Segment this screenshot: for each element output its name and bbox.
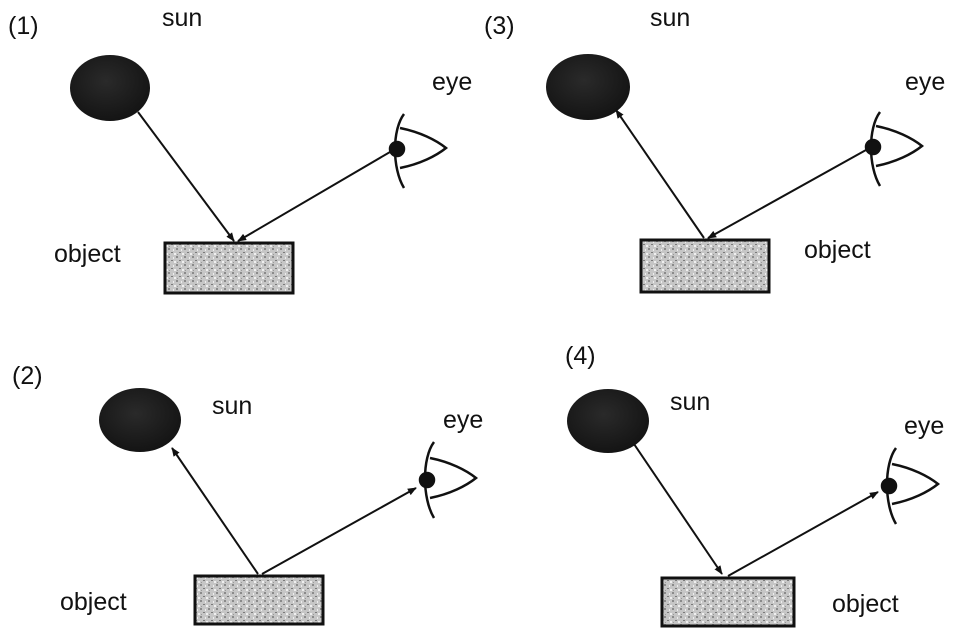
object-label: object	[832, 590, 899, 618]
object-box	[639, 238, 771, 294]
eye-icon	[864, 111, 925, 187]
object-box	[193, 574, 325, 626]
ray-sun-to-object	[633, 443, 723, 575]
sun-icon	[567, 389, 649, 453]
sun-icon	[99, 388, 181, 452]
panel-number: (4)	[565, 342, 596, 370]
eye-icon	[880, 447, 941, 525]
eye-icon	[388, 113, 449, 189]
sun-label: sun	[212, 392, 252, 420]
object-box	[163, 241, 295, 295]
panel-number: (1)	[8, 12, 39, 40]
object-label: object	[60, 588, 127, 616]
eye-label: eye	[443, 406, 483, 434]
ray-eye-to-object	[237, 151, 391, 242]
object-box	[660, 576, 796, 628]
panel-number: (2)	[12, 362, 43, 390]
object-label: object	[804, 236, 871, 264]
panel-number: (3)	[484, 12, 515, 40]
ray-eye-to-object	[707, 149, 867, 239]
object-label: object	[54, 240, 121, 268]
ray-object-to-sun	[615, 109, 705, 239]
sun-label: sun	[650, 4, 690, 32]
sun-label: sun	[162, 4, 202, 32]
ray-object-to-eye	[727, 491, 879, 577]
eye-label: eye	[905, 68, 945, 96]
eye-label: eye	[432, 68, 472, 96]
panel-3: (3) sun eye object	[484, 4, 945, 294]
ray-sun-to-object	[137, 111, 235, 242]
sun-label: sun	[670, 388, 710, 416]
panel-4: (4) sun eye object	[565, 342, 944, 628]
sun-icon	[70, 55, 150, 121]
panel-1: (1) sun eye object	[8, 4, 472, 295]
sun-icon	[546, 54, 630, 120]
eye-label: eye	[904, 412, 944, 440]
eye-icon	[418, 441, 479, 519]
ray-object-to-eye	[261, 487, 417, 575]
panel-2: (2) sun eye object	[12, 362, 483, 626]
ray-object-to-sun	[171, 447, 259, 575]
